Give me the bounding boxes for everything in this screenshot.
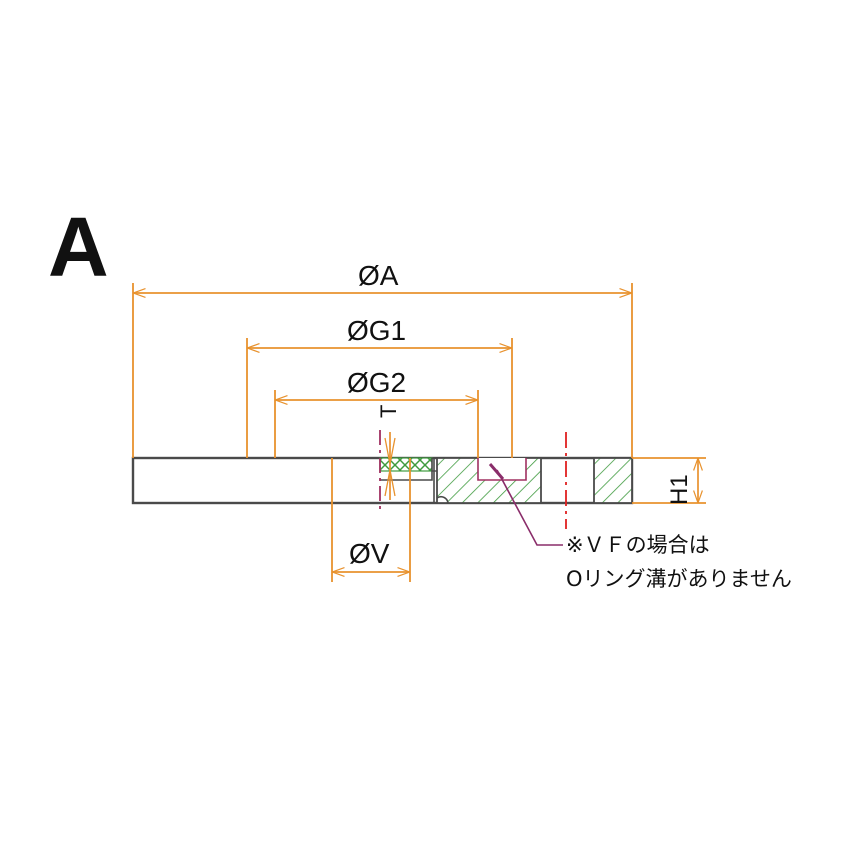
dimension-dia-v: [331, 458, 411, 582]
dimension-height-h1: [632, 457, 706, 504]
dimension-dia-g2: [274, 390, 479, 458]
dimension-label-dia-g1: ØG1: [347, 315, 407, 346]
note-line-1: ※ＶＦの場合は: [566, 533, 710, 557]
dimension-label-thickness-t: T: [376, 404, 401, 418]
note-line-2: Oリング溝がありません: [566, 567, 792, 591]
dimension-thickness-t: [384, 432, 396, 500]
dimension-dia-a: [132, 283, 633, 458]
dimension-dia-g1: [246, 338, 513, 458]
dimension-label-dia-a: ØA: [358, 260, 399, 291]
section-hatch-group: [436, 457, 633, 504]
dimension-label-height-h1: H1: [666, 474, 693, 505]
view-label-a: A: [48, 200, 109, 294]
dimension-label-dia-v: ØV: [349, 538, 390, 569]
dimension-label-dia-g2: ØG2: [347, 367, 407, 398]
note-leader-line: [488, 463, 563, 546]
